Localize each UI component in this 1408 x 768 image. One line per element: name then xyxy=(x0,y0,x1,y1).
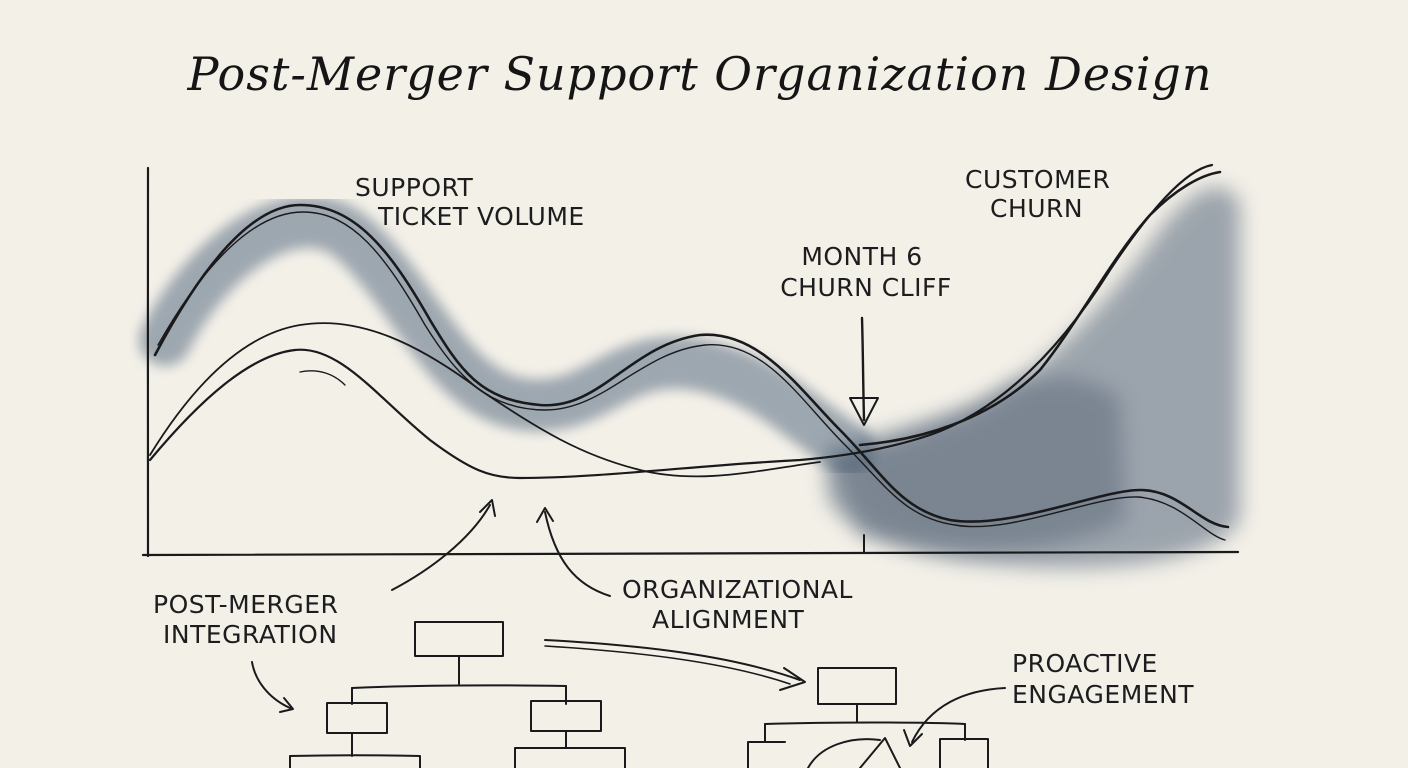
proactive-label-line2: Engagement xyxy=(1012,680,1194,709)
support-volume-label-line2: Ticket Volume xyxy=(377,202,585,231)
legacy-org-chart xyxy=(289,621,626,768)
org-alignment-label-line1: Organizational xyxy=(622,575,853,604)
legacy-org-root-box xyxy=(414,621,504,657)
support-volume-curve-echo xyxy=(157,211,1226,541)
post-merger-label-line2: Integration xyxy=(163,620,338,649)
org-alignment-label-line2: Alignment xyxy=(652,605,805,634)
page-title: Post-Merger Support Organization Design xyxy=(186,47,1212,101)
alignment-curve xyxy=(149,322,821,478)
new-org-root-box xyxy=(817,667,897,705)
integration-pointer-arrow xyxy=(391,504,491,591)
customer-churn-curve xyxy=(858,170,1222,447)
customer-churn-wash-dark xyxy=(830,377,1125,551)
proactive-pointer-arrow xyxy=(911,687,1006,743)
support-volume-curve xyxy=(153,203,1230,529)
y-axis-line xyxy=(146,166,150,558)
x-axis-line xyxy=(141,550,1240,557)
integration-to-org-arrow xyxy=(251,661,291,709)
new-org-chart xyxy=(747,667,989,768)
customer-churn-label-line1: Customer xyxy=(965,165,1110,194)
churn-cliff-label-line1: Month 6 xyxy=(801,242,922,271)
proactive-label-line1: Proactive xyxy=(1012,649,1158,678)
month-6-arrow xyxy=(849,316,879,426)
integration-curve-echo xyxy=(299,370,346,386)
churn-cliff-label-line2: Churn Cliff xyxy=(780,273,952,302)
support-volume-wash xyxy=(139,195,876,476)
post-merger-label-line1: Post-Merger xyxy=(153,590,338,619)
support-volume-label-line1: Support xyxy=(355,173,474,202)
pointer-arrows xyxy=(251,499,1006,747)
customer-churn-label-line2: Churn xyxy=(990,194,1083,223)
legacy-org-left-box xyxy=(326,702,388,734)
watercolor-wash xyxy=(139,186,1240,568)
org-transition-arrow xyxy=(544,639,801,681)
legacy-org-right-box xyxy=(530,700,602,732)
alignment-pointer-arrow xyxy=(544,511,611,597)
ink-curves xyxy=(148,163,1230,541)
new-org-circle-arc xyxy=(807,738,881,768)
chart-axes xyxy=(141,166,1240,558)
